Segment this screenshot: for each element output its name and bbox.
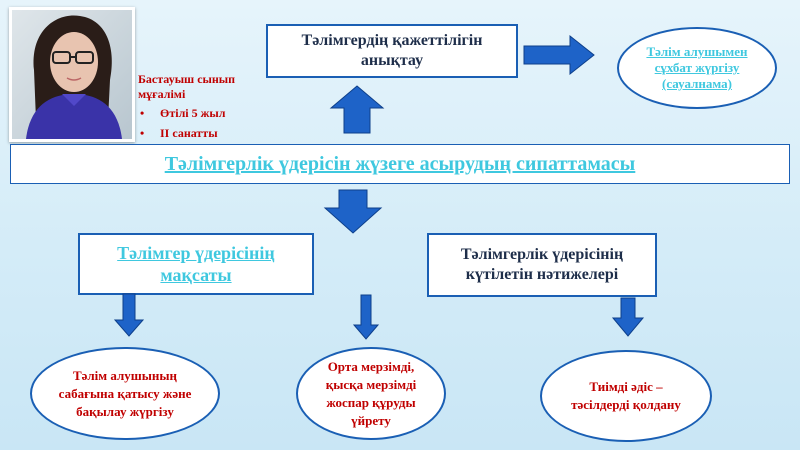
methods-oval: Тиімді әдіс – тәсілдерді қолдану	[540, 350, 712, 442]
up-arrow-icon	[331, 86, 383, 133]
needs-box: Тәлімгердің қажеттілігін анықтау	[266, 24, 518, 78]
expected-results-box: Тәлімгерлік үдерісінің күтілетін нәтижел…	[427, 233, 657, 297]
goal-text: Тәлімгер үдерісінің мақсаты	[80, 242, 312, 286]
teacher-photo	[9, 7, 135, 142]
up-arrow-shape	[331, 86, 383, 133]
planning-oval: Орта мерзімді, қысқа мерзімді жоспар құр…	[296, 347, 446, 440]
teacher-photo-image	[12, 10, 132, 139]
down-arrow-shape	[354, 295, 378, 339]
down-arrow-shape	[325, 190, 381, 233]
planning-text: Орта мерзімді, қысқа мерзімді жоспар құр…	[310, 358, 432, 430]
right-arrow-icon	[524, 36, 594, 74]
needs-text: Тәлімгердің қажеттілігін анықтау	[276, 31, 508, 71]
teacher-experience: Өтілі 5 жыл	[138, 106, 278, 121]
teacher-category: ІІ санатты	[138, 126, 278, 141]
interview-oval: Тәлім алушымен сұхбат жүргізу (сауалнама…	[617, 27, 777, 109]
right-arrow-shape	[524, 36, 594, 74]
lesson-observation-oval: Тәлім алушының сабағына қатысу және бақы…	[30, 347, 220, 440]
goal-box: Тәлімгер үдерісінің мақсаты	[78, 233, 314, 295]
down-arrow-icon	[354, 295, 378, 339]
main-description-text: Тәлімгерлік үдерісін жүзеге асырудың сип…	[165, 153, 636, 176]
expected-results-text: Тәлімгерлік үдерісінің күтілетін нәтижел…	[429, 245, 655, 285]
down-arrow-icon	[325, 190, 381, 233]
teacher-details-list: Өтілі 5 жыл ІІ санатты	[138, 106, 278, 141]
down-arrow-shape	[613, 298, 643, 336]
interview-text: Тәлім алушымен сұхбат жүргізу (сауалнама…	[637, 44, 757, 92]
down-arrow-icon	[115, 294, 143, 336]
lesson-observation-text: Тәлім алушының сабағына қатысу және бақы…	[50, 367, 200, 421]
main-description-bar: Тәлімгерлік үдерісін жүзеге асырудың сип…	[10, 144, 790, 184]
teacher-info: Бастауыш сынып мұғалімі Өтілі 5 жыл ІІ с…	[138, 72, 278, 146]
teacher-role: Бастауыш сынып мұғалімі	[138, 72, 278, 102]
methods-text: Тиімді әдіс – тәсілдерді қолдану	[560, 378, 692, 414]
down-arrow-icon	[613, 298, 643, 336]
down-arrow-shape	[115, 294, 143, 336]
